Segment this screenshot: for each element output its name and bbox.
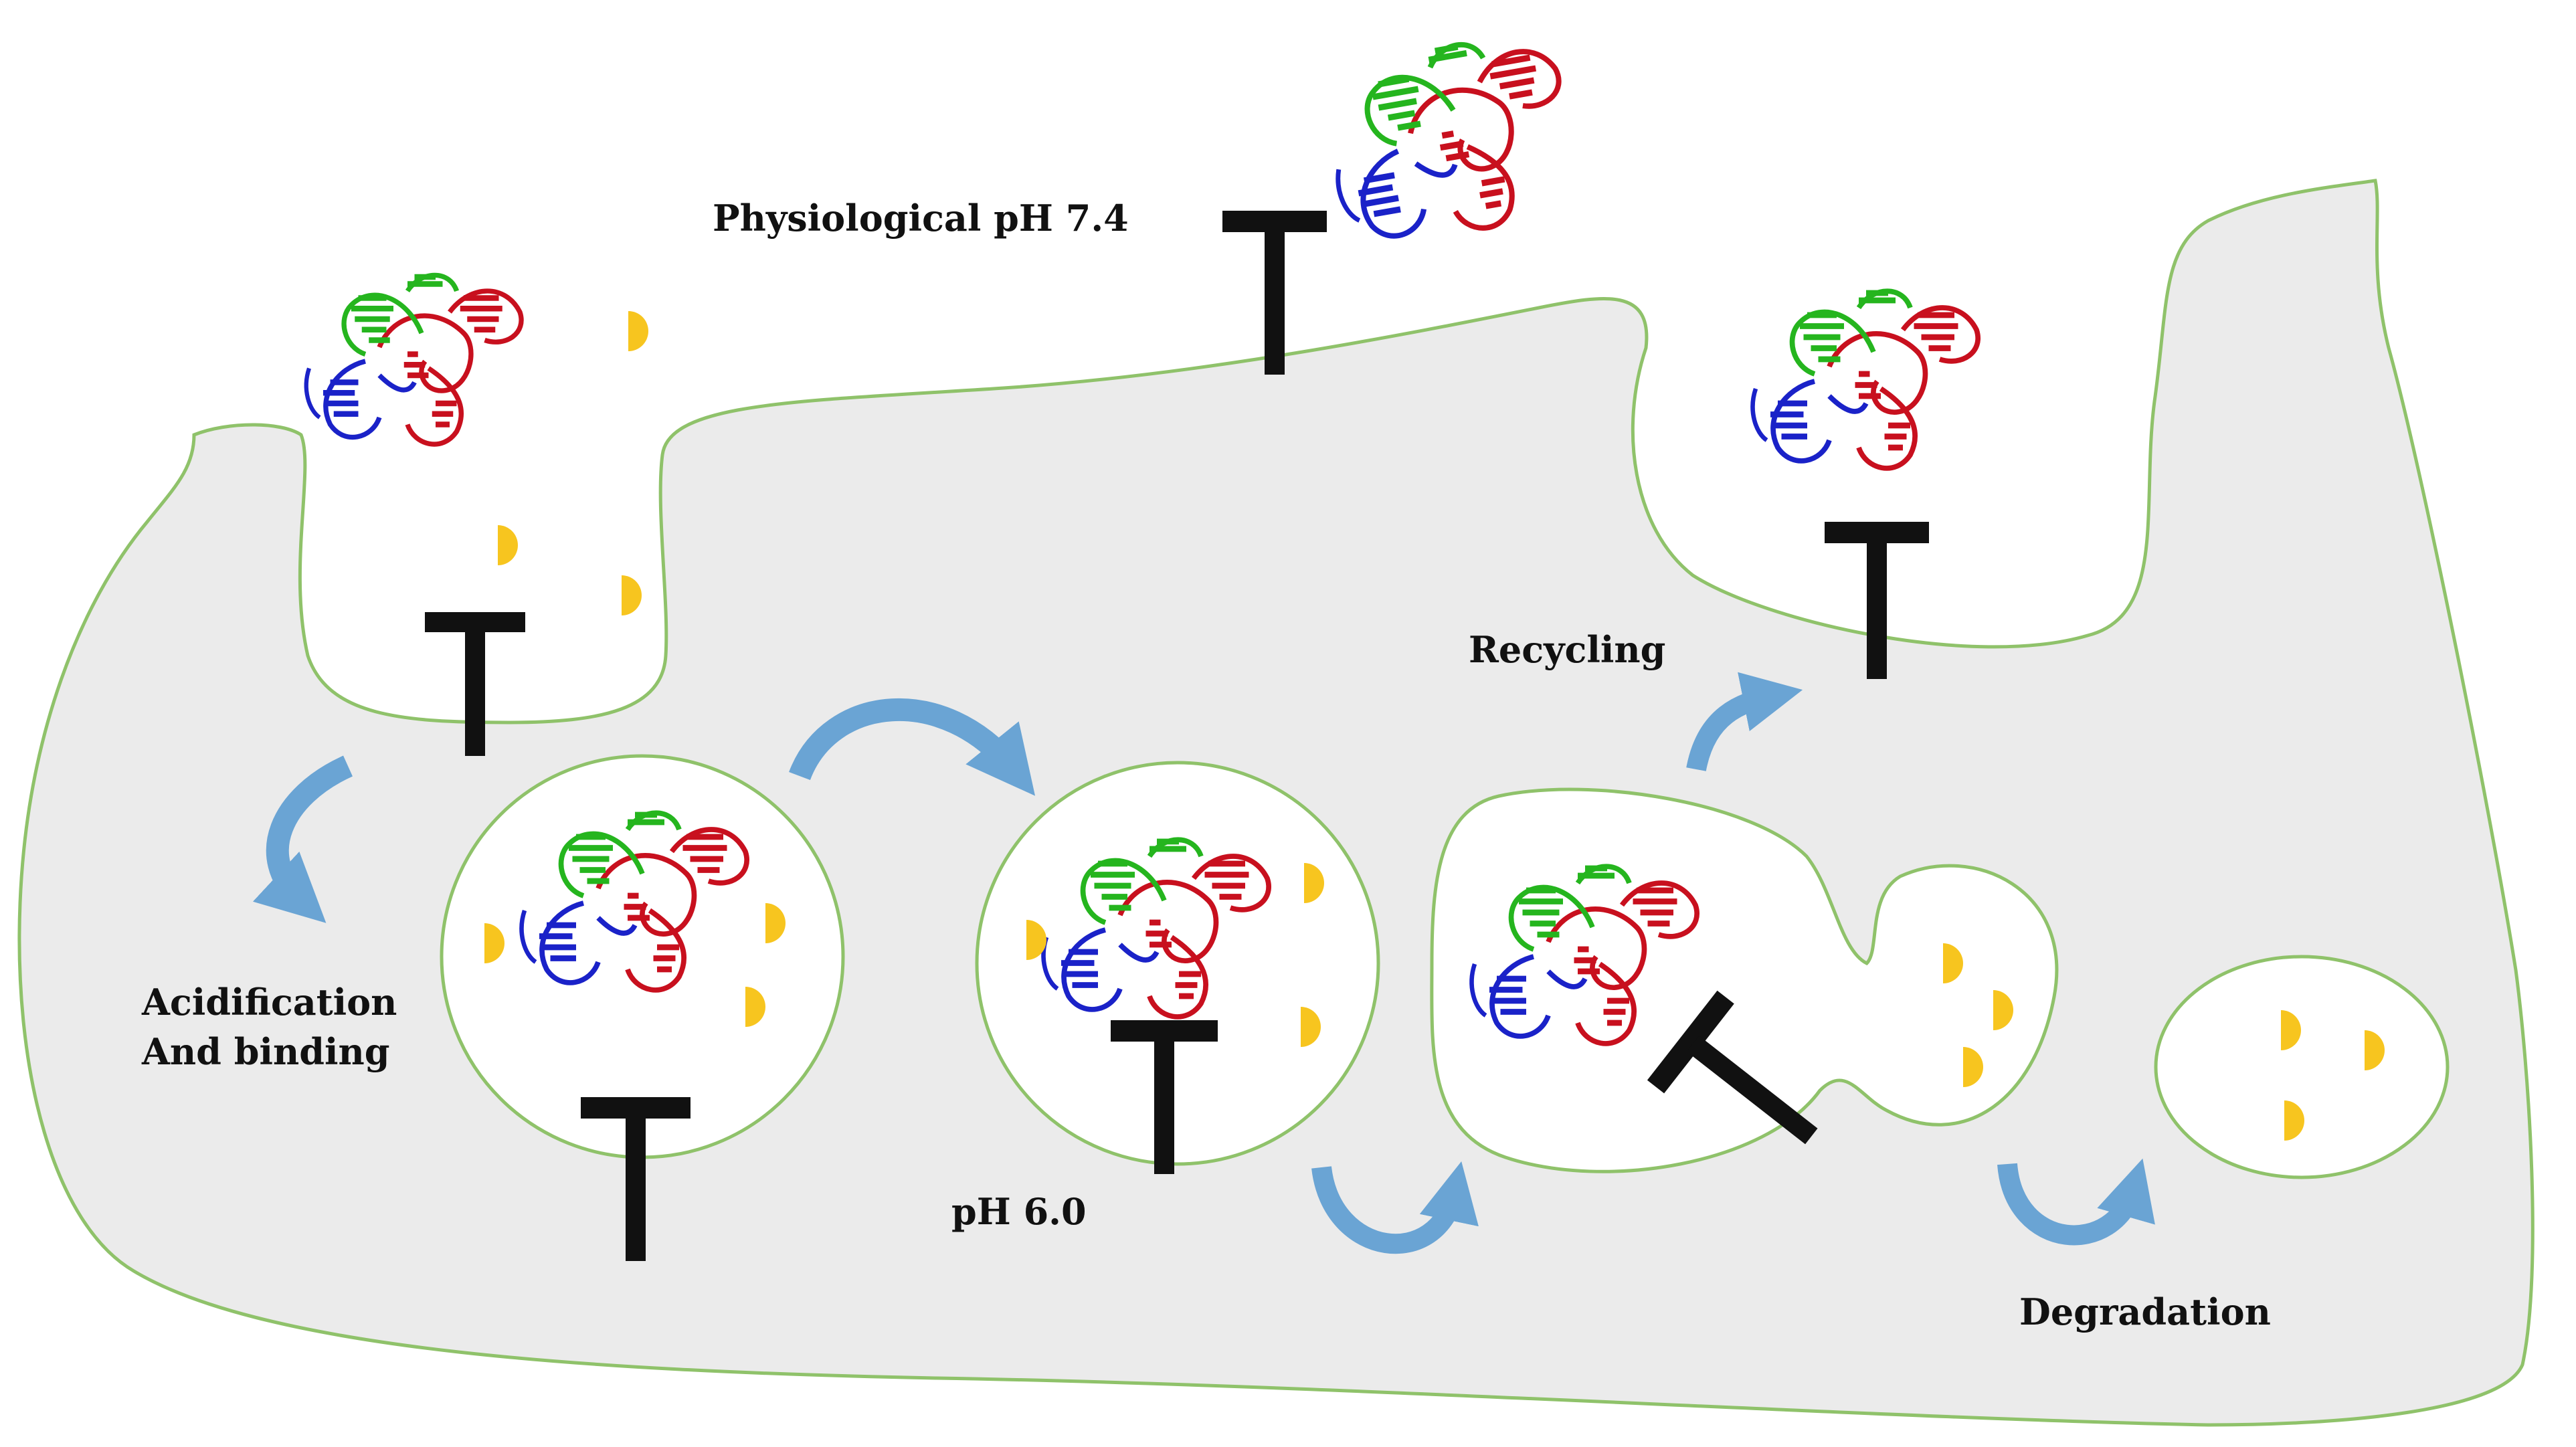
binding-label: And binding [141, 1030, 390, 1073]
curved-arrow-icon [789, 698, 1036, 796]
ph-6-label: pH 6.0 [951, 1190, 1087, 1233]
half-disc-ligand-icon [498, 525, 518, 565]
curved-arrow-icon [252, 755, 353, 923]
half-disc-ligand-icon [628, 311, 648, 351]
t-shaped-receptor-icon [425, 612, 525, 756]
t-shaped-receptor-icon [1222, 211, 1327, 375]
endosome-vesicle-2 [975, 761, 1380, 1166]
curved-arrow-icon [1997, 1158, 2155, 1246]
physiological-ph-label: Physiological pH 7.4 [713, 197, 1129, 239]
curved-arrow-icon [1311, 1161, 1479, 1254]
t-shaped-receptor-icon [581, 1097, 691, 1261]
ribbon-protein-structure-icon [1318, 29, 1582, 252]
lysosome-vesicle [2154, 955, 2450, 1179]
sorting-endosome [1430, 787, 2059, 1173]
acidification-label: Acidification [141, 981, 397, 1024]
t-shaped-receptor-icon [1111, 1020, 1218, 1174]
ribbon-protein-structure-icon [1753, 291, 1979, 468]
recycling-label: Recycling [1469, 628, 1665, 671]
t-shaped-receptor-icon [1825, 522, 1929, 679]
curved-arrow-icon [1686, 672, 1803, 772]
t-shaped-receptor-icon [1647, 990, 1818, 1145]
degradation-label: Degradation [2019, 1290, 2271, 1333]
half-disc-ligand-icon [622, 575, 642, 615]
ribbon-protein-structure-icon [306, 275, 521, 444]
